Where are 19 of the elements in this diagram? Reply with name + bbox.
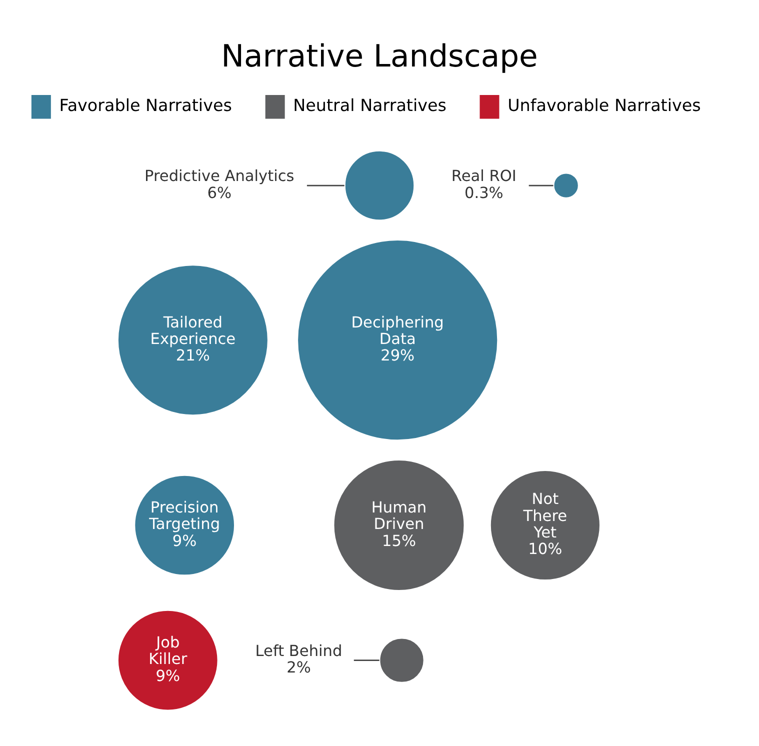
legend-label: Favorable Narratives [59,94,232,115]
node-circle [378,636,425,683]
connector [528,184,554,186]
node-circle: Not There Yet 10% [490,469,601,580]
node-circle [552,172,580,198]
node-circle [344,150,415,221]
legend-label: Unfavorable Narratives [508,94,701,115]
connector [306,184,344,186]
connector [354,659,380,660]
node-circle: Deciphering Data 29% [296,238,499,441]
node-circle: Precision Targeting 9% [134,474,236,576]
node-circle: Job Killer 9% [117,608,219,711]
node-text: Predictive Analytics 6% [144,166,294,202]
node-circle: Human Driven 15% [332,458,466,591]
node-text: Left Behind 2% [255,641,342,676]
diagram-title: Narrative Landscape [221,39,538,74]
node-text: Real ROI 0.3% [451,166,516,202]
legend-label: Neutral Narratives [293,94,446,115]
node-circle: Tailored Experience 21% [117,264,269,416]
